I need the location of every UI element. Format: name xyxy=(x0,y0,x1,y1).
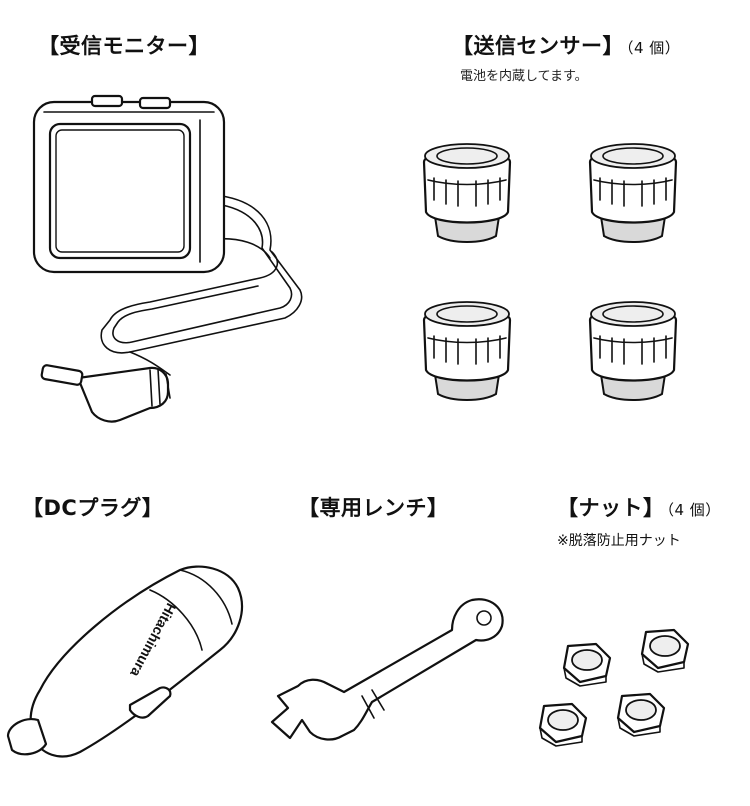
sensor-title: 【送信センサー】（4 個） xyxy=(452,30,680,60)
nut-3 xyxy=(538,702,588,747)
nut-4 xyxy=(616,692,666,737)
monitor-title: 【受信モニター】 xyxy=(38,34,210,58)
nut-count: （4 個） xyxy=(666,501,721,519)
nut-note: ※脱落防止用ナット xyxy=(557,533,681,549)
sensor-count: （4 個） xyxy=(626,39,681,57)
nut-1 xyxy=(562,642,612,687)
dc-plug-illustration: Hitachimura xyxy=(6,565,243,758)
sensor-note: 電池を内蔵してます。 xyxy=(460,69,588,84)
nut-title: 【ナット】（4 個） xyxy=(557,492,721,522)
sensor-cap-2 xyxy=(588,143,678,243)
sensor-cap-4 xyxy=(588,301,678,401)
sensor-cap-3 xyxy=(422,301,512,401)
sensor-cap-1 xyxy=(422,143,512,243)
wrench-illustration xyxy=(270,598,504,741)
dc-plug-title: 【DCプラグ】 xyxy=(22,496,164,520)
sensor-title-text: 【送信センサー】 xyxy=(452,34,624,58)
nut-title-text: 【ナット】 xyxy=(557,496,665,520)
nut-2 xyxy=(640,628,690,673)
wrench-title: 【専用レンチ】 xyxy=(298,496,449,520)
